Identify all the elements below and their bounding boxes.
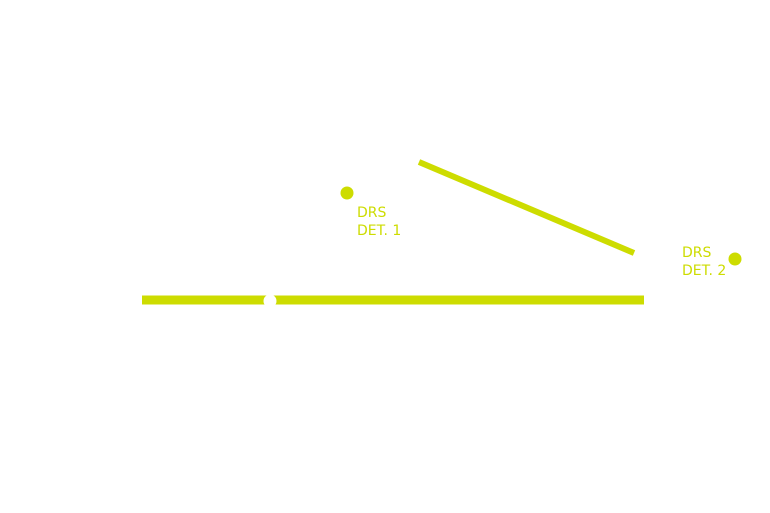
drs-detection-1-marker xyxy=(340,186,354,200)
white-marker xyxy=(263,294,277,308)
white-marker-label: Start Finish xyxy=(270,331,308,364)
drs-detection-2-label: DRS DET. 2 xyxy=(682,245,727,279)
angled-straight-segment xyxy=(417,159,636,256)
drs-detection-1-label: DRS DET. 1 xyxy=(357,205,402,239)
drs-detection-2-marker xyxy=(728,252,742,266)
